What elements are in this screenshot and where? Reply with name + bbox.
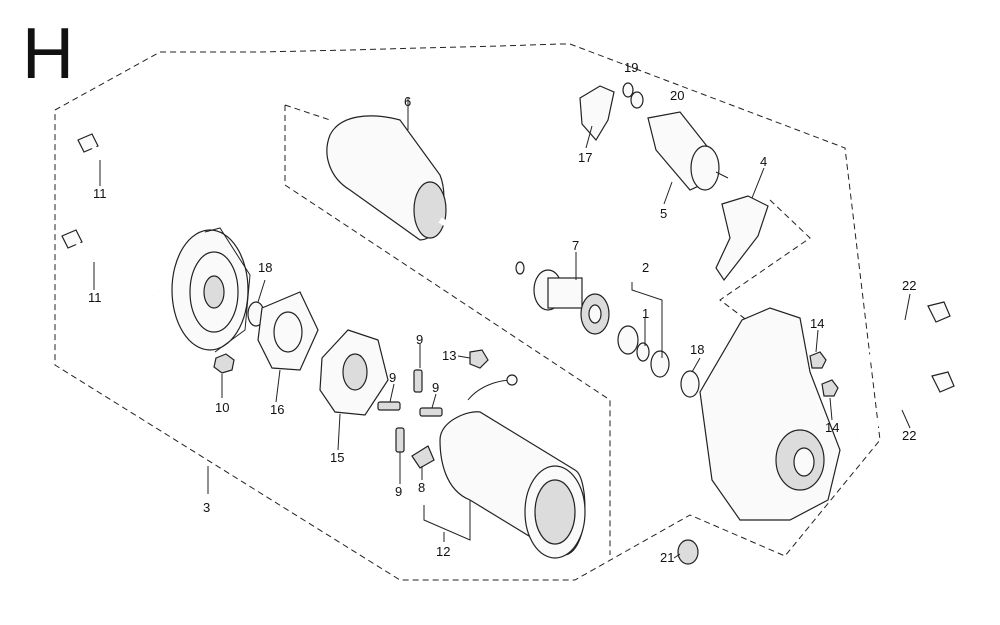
- bracket-2: [631, 282, 663, 358]
- mounting-bolt-upper: [854, 301, 951, 368]
- through-bolt-lower: [61, 229, 154, 298]
- callout-1: 1: [642, 306, 649, 321]
- callout-18a: 18: [258, 260, 272, 275]
- callout-2: 2: [642, 260, 649, 275]
- circlip: [636, 342, 650, 362]
- yoke-assembly: [439, 411, 586, 559]
- callout-9c: 9: [432, 380, 439, 395]
- through-bolt-upper: [77, 133, 172, 202]
- callout-16: 16: [270, 402, 284, 417]
- callout-10: 10: [215, 400, 229, 415]
- callout-12: 12: [436, 544, 450, 559]
- nut: [213, 353, 235, 374]
- page-letter: H: [22, 14, 74, 94]
- brush-holder: [319, 329, 389, 416]
- callout-9a: 9: [416, 332, 423, 347]
- callout-7: 7: [572, 238, 579, 253]
- assembly-boundary: [54, 43, 881, 581]
- callout-14a: 14: [810, 316, 824, 331]
- callout-17: 17: [578, 150, 592, 165]
- washer-small: [622, 82, 634, 98]
- terminal-nut: [469, 349, 489, 369]
- callout-22a: 22: [902, 278, 916, 293]
- brush: [411, 445, 435, 469]
- washer-right: [680, 370, 700, 398]
- callout-3: 3: [203, 500, 210, 515]
- spring-group: [377, 369, 443, 453]
- bushing: [677, 539, 699, 565]
- solenoid-cover: [579, 85, 615, 142]
- mounting-bolt-lower: [856, 371, 955, 440]
- armature: [326, 115, 525, 275]
- callout-18b: 18: [690, 342, 704, 357]
- motor-group-boundary: [284, 105, 611, 555]
- lead-terminal: [506, 374, 518, 386]
- callout-20: 20: [670, 88, 684, 103]
- housing-nut-upper: [809, 351, 827, 369]
- callout-11b: 11: [88, 290, 102, 305]
- callout-9b: 9: [389, 370, 396, 385]
- brush-holder-plate: [257, 291, 319, 371]
- motor-group-boundary-top: [284, 104, 331, 121]
- pinion-drive: [533, 269, 610, 335]
- callout-9d: 9: [395, 484, 402, 499]
- housing-nut-lower: [821, 379, 839, 397]
- shift-lever: [715, 195, 769, 282]
- callout-19: 19: [624, 60, 638, 75]
- callout-22b: 22: [902, 428, 916, 443]
- callout-5: 5: [660, 206, 667, 221]
- callout-13: 13: [442, 348, 456, 363]
- callout-6: 6: [404, 94, 411, 109]
- lead-wire: [467, 379, 513, 401]
- washer-thrust: [650, 350, 670, 378]
- stop-collar: [617, 325, 639, 355]
- solenoid: [647, 111, 729, 191]
- callout-15: 15: [330, 450, 344, 465]
- callout-4: 4: [760, 154, 767, 169]
- callout-8: 8: [418, 480, 425, 495]
- front-housing: [699, 307, 841, 521]
- callout-14b: 14: [825, 420, 839, 435]
- callout-11a: 11: [93, 186, 107, 201]
- callout-21: 21: [660, 550, 674, 565]
- rear-end-cover: [171, 227, 251, 353]
- o-ring: [630, 91, 644, 109]
- leader-lines: [93, 98, 911, 559]
